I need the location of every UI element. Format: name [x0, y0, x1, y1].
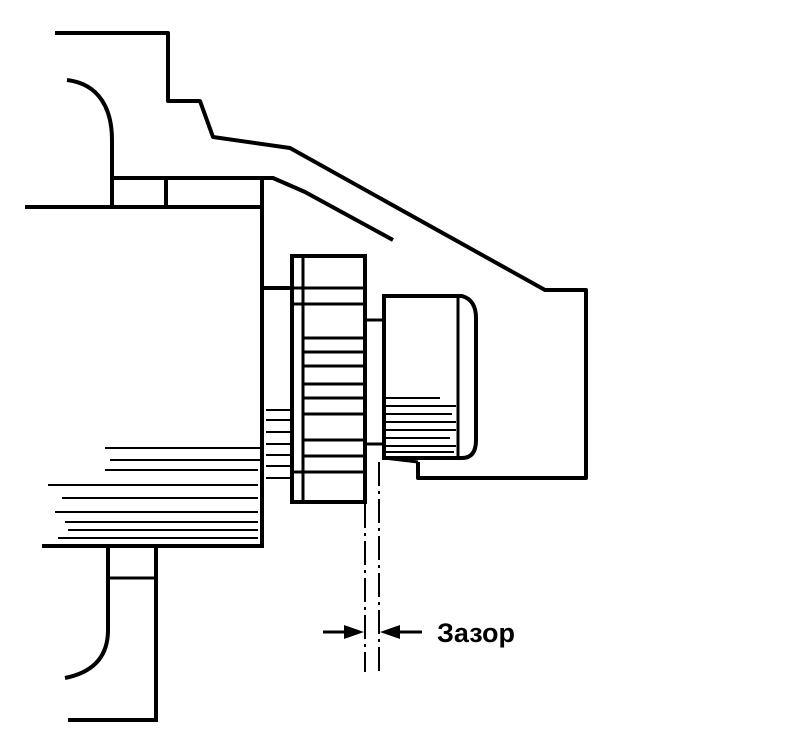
drive-gear [290, 254, 367, 504]
left-arrowhead [344, 625, 364, 639]
connecting-hub [365, 318, 384, 446]
shaft-body [25, 178, 264, 548]
cover-outer-contour [55, 31, 588, 480]
driven-gear [382, 294, 478, 464]
lower-housing [64, 548, 158, 722]
upper-housing [55, 31, 588, 480]
upper-flange-curve [66, 78, 114, 207]
driven-gear-body [382, 294, 478, 460]
gap-extension-lines [364, 462, 380, 672]
housing-inner-contour [112, 176, 394, 242]
gap-label: Зазор [437, 618, 515, 648]
lower-flange-curve [64, 580, 110, 680]
right-arrowhead [380, 625, 400, 639]
shaft-hatching [48, 447, 260, 539]
shaft-step [262, 286, 292, 479]
gap-dimension-arrows [323, 625, 422, 639]
